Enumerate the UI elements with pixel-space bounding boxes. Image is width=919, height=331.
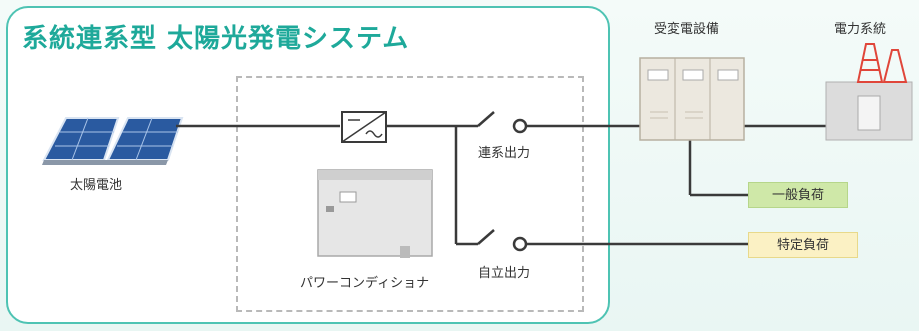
solar-panel-icon	[42, 117, 184, 165]
solar-label: 太陽電池	[70, 178, 123, 193]
substation-label: 受変電設備	[654, 22, 720, 37]
general-load-box: 一般負荷	[748, 182, 848, 208]
inverter-icon	[341, 111, 387, 143]
power-conditioner-icon	[317, 169, 433, 258]
utility-grid-label: 電力系統	[834, 22, 887, 37]
standalone-switch	[477, 229, 495, 245]
pcs-boundary-box	[236, 76, 584, 312]
grid-output-label: 連系出力	[478, 146, 531, 161]
pcs-label: パワーコンディショナ	[300, 276, 430, 291]
specific-load-box: 特定負荷	[748, 232, 858, 258]
page-title: 系統連系型 太陽光発電システム	[22, 24, 410, 54]
standalone-output-label: 自立出力	[478, 266, 531, 281]
substation-cabinet-icon	[639, 57, 745, 141]
grid-switch	[477, 111, 495, 127]
power-plant-icon	[825, 43, 913, 141]
